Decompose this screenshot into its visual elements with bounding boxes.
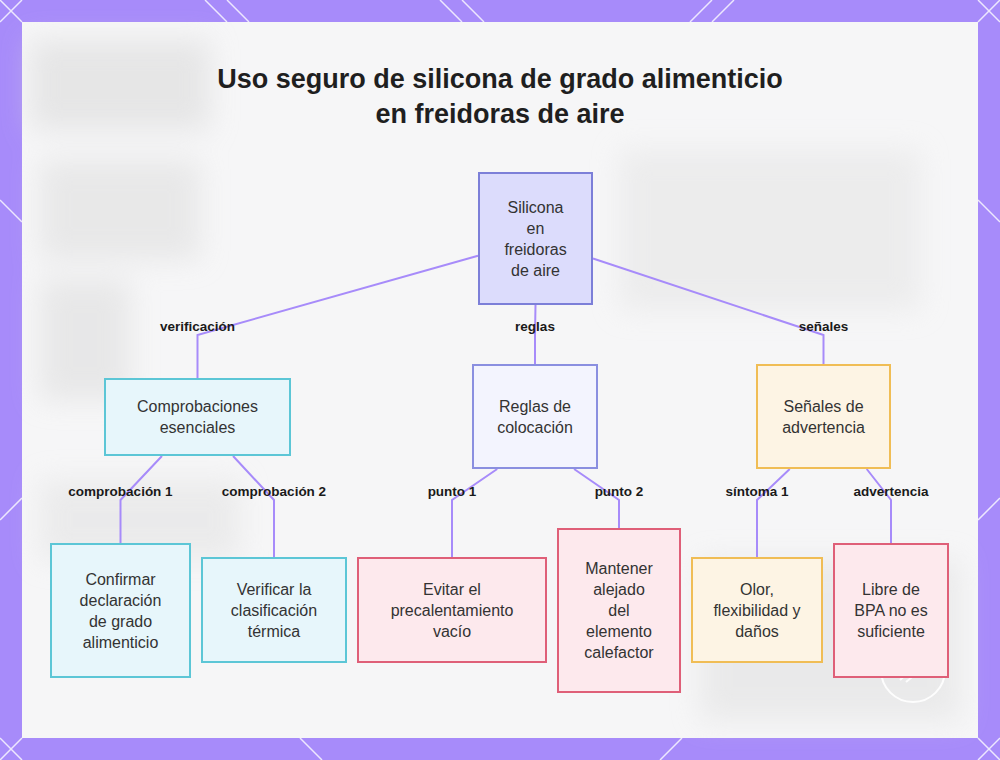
edge-label: punto 1 [428, 484, 477, 499]
connector-line [452, 469, 497, 557]
content-panel [22, 22, 978, 738]
edge-label: reglas [515, 319, 555, 334]
check-box: Verificar la clasificación térmica [201, 557, 347, 663]
node-text: Evitar el precalentamiento vacío [373, 579, 531, 642]
category-box: Reglas de colocación [472, 364, 598, 469]
edge-label: advertencia [853, 484, 928, 499]
edge-label: señales [799, 319, 849, 334]
rule-box: Evitar el precalentamiento vacío [357, 557, 547, 663]
edge-label: comprobación 1 [68, 484, 172, 499]
connector-line [757, 469, 790, 557]
node-text: Comprobaciones esenciales [116, 396, 279, 438]
edge-label: verificación [160, 319, 235, 334]
node-text: Señales de advertencia [768, 396, 879, 438]
edge-label: síntoma 1 [725, 484, 788, 499]
connector-line [593, 258, 824, 364]
node-text: Olor, flexibilidad y daños [711, 579, 803, 642]
edge-label: comprobación 2 [222, 484, 326, 499]
connector-line [867, 469, 891, 543]
category-box: Señales de advertencia [756, 364, 891, 469]
connector-line [198, 256, 479, 378]
connector-line [233, 456, 274, 557]
connector-line [121, 456, 162, 543]
root-box: Silicona en freidoras de aire [478, 172, 593, 305]
category-box: Comprobaciones esenciales [104, 378, 291, 456]
check-box: Confirmar declaración de grado alimentic… [50, 543, 191, 678]
symptom-box: Olor, flexibilidad y daños [691, 557, 823, 663]
node-text: Reglas de colocación [484, 396, 586, 438]
node-text: Silicona en freidoras de aire [498, 197, 573, 281]
node-text: Libre de BPA no es suficiente [849, 579, 933, 642]
warning-box: Libre de BPA no es suficiente [833, 543, 949, 678]
node-text: Confirmar declaración de grado alimentic… [72, 569, 169, 653]
connector-line [574, 469, 619, 528]
node-text: Verificar la clasificación térmica [217, 579, 331, 642]
diagram-title: Uso seguro de silicona de grado alimenti… [200, 62, 800, 132]
rule-box: Mantener alejado del elemento calefactor [557, 528, 681, 693]
connector-line [534, 305, 537, 364]
node-text: Mantener alejado del elemento calefactor [581, 558, 657, 663]
edge-label: punto 2 [595, 484, 644, 499]
blurred-photo [30, 40, 960, 720]
